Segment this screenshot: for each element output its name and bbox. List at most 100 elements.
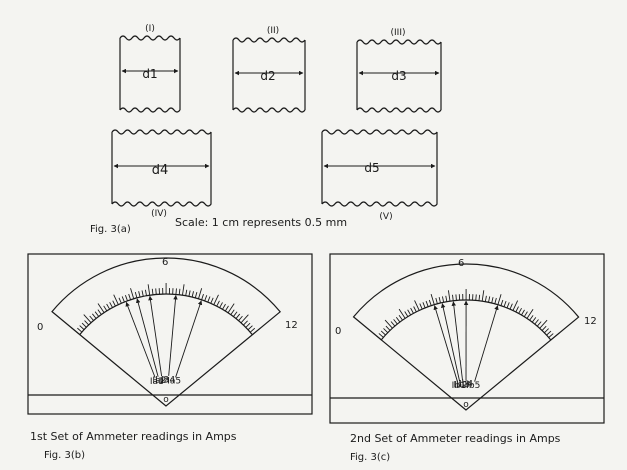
ammeter-1-pointer-label-4: Ia4 — [161, 375, 175, 385]
ammeter-2-tick — [372, 332, 382, 341]
ammeter-1-tick — [94, 311, 100, 317]
ammeter-1-tick — [79, 325, 85, 330]
ammeter-1-tick — [83, 314, 92, 324]
ammeter-1-tick — [235, 313, 241, 319]
specimen-3-label: d3 — [391, 69, 406, 83]
ammeter-1-pointer-label-2: Ia2 — [152, 376, 166, 386]
ammeter-1-tick — [70, 327, 81, 335]
ammeter-2-tick — [428, 299, 432, 306]
ammeter-1-tick — [103, 305, 108, 312]
specimen-2: (II) d2 — [232, 26, 306, 113]
ammeter-1-tick — [118, 297, 122, 304]
ammeter-1-tick — [84, 320, 90, 326]
ammeter-2-tick — [435, 297, 438, 304]
ammeter-1-sector — [51, 257, 281, 407]
fig3a-scale-text: Scale: 1 cm represents 0.5 mm — [175, 216, 347, 229]
ammeter-1-tick — [219, 302, 223, 308]
ammeter-2-tick — [509, 303, 513, 310]
ammeter-1-tick — [207, 296, 211, 303]
ammeter-2-pointer-1 — [433, 305, 458, 382]
ammeter-2-pointer-label-1: Ib1 — [452, 381, 466, 391]
ammeter-2-tick — [419, 303, 423, 310]
ammeter-2-tick — [398, 315, 403, 321]
ammeter-1-tick — [175, 288, 177, 295]
ammeter-1-tick — [240, 314, 249, 324]
ammeter-2-tick — [438, 297, 441, 304]
ammeter-2-tick — [526, 309, 534, 319]
ammeter-1-tick — [97, 303, 105, 313]
ammeter-2-tick — [425, 300, 429, 307]
ammeter-2-tick — [390, 321, 396, 327]
ammeter-2-tick — [518, 307, 522, 314]
ammeter-2-tick — [534, 319, 539, 325]
ammeter-2-tick — [385, 325, 391, 331]
ammeter-2-tick — [410, 307, 414, 314]
ammeter-1-pointer-label-1: Ia1 — [150, 377, 164, 387]
ammeter-1-scale-arc — [79, 293, 253, 336]
ammeter-1-tick — [198, 288, 203, 299]
ammeter-2-tick — [491, 297, 494, 304]
ammeter-2-pointer-3 — [451, 301, 463, 381]
ammeter-1-tick — [201, 293, 204, 300]
specimen-1-roman: (I) — [145, 24, 155, 34]
ammeter-2-tick — [384, 319, 393, 329]
ammeter-2-tick — [550, 332, 560, 341]
ammeter-1-tick — [247, 325, 253, 331]
ammeter-2-tick — [512, 300, 519, 311]
ammeter-1-caption: Fig. 3(b) — [44, 450, 85, 461]
ammeter-2-tick — [531, 317, 537, 323]
ammeter-1-tick — [81, 322, 87, 328]
ammeter-2-tick — [441, 296, 445, 303]
ammeter-1-tick — [155, 288, 157, 295]
ammeter-1-tick — [121, 296, 125, 303]
ammeter-2-tick — [506, 302, 510, 309]
ammeter-2-scale-min: 0 — [335, 326, 341, 337]
ammeter-1-pointer-2 — [136, 298, 159, 377]
ammeter-1-tick — [77, 327, 83, 333]
fig3a-caption: Fig. 3(a) — [90, 224, 131, 235]
ammeter-2-sector — [352, 263, 580, 411]
ammeter-1-tick — [106, 303, 111, 310]
ammeter-2-pointer-label-4: Ib4 — [459, 380, 473, 390]
ammeter-2-pointer-5 — [474, 305, 499, 382]
ammeter-1-tick — [147, 284, 151, 296]
ammeter-1-tick — [89, 315, 94, 321]
ammeter-1-tick — [204, 295, 208, 302]
ammeter-1-tick — [233, 311, 238, 317]
ammeter-1-tick — [92, 313, 97, 319]
ammeter-2-tick — [541, 325, 547, 331]
specimen-5-roman: (V) — [379, 212, 392, 222]
ammeter-1-tick — [249, 327, 256, 333]
ammeter-2-tick — [447, 290, 451, 302]
ammeter-2-tick — [478, 294, 481, 301]
ammeter-2-scale-max: 12 — [584, 316, 597, 327]
ammeter-1-tick — [141, 290, 144, 297]
ammeter-2-tick — [544, 328, 549, 334]
ammeter-2-pointer-label-2: Ib2 — [453, 380, 467, 390]
ammeter-2-tick — [393, 319, 398, 325]
figure-3a: (I) d1 (II) d2 (III) d3 — [90, 24, 442, 235]
ammeter-1-tick — [185, 289, 188, 296]
ammeter-1-tick — [243, 320, 248, 326]
ammeter-2-frame — [329, 253, 605, 424]
ammeter-1-tick — [227, 303, 235, 314]
ammeter-1-scale-mid: 6 — [162, 257, 168, 268]
ammeter-2-tick — [445, 295, 448, 302]
ammeter-2-tick — [430, 294, 435, 305]
ammeter-1-tick — [109, 302, 113, 308]
ammeter-2-tick — [546, 330, 552, 336]
ammeter-1-tick — [216, 300, 220, 307]
ammeter-2-tick — [529, 315, 534, 321]
ammeter-1-tick — [151, 288, 154, 295]
specimen-2-roman: (II) — [267, 26, 279, 36]
ammeter-1-scale-min: 0 — [37, 322, 43, 333]
ammeter-1-tick — [144, 289, 147, 296]
ammeter-1-tick — [112, 300, 116, 307]
ammeter-2-tick — [521, 309, 525, 316]
ammeter-2-tick — [383, 328, 389, 333]
specimen-4-label: d4 — [152, 163, 169, 178]
ammeter-2-tick — [488, 296, 491, 303]
ammeter-1-tick — [97, 309, 102, 315]
specimen-4-roman: (IV) — [151, 209, 167, 219]
